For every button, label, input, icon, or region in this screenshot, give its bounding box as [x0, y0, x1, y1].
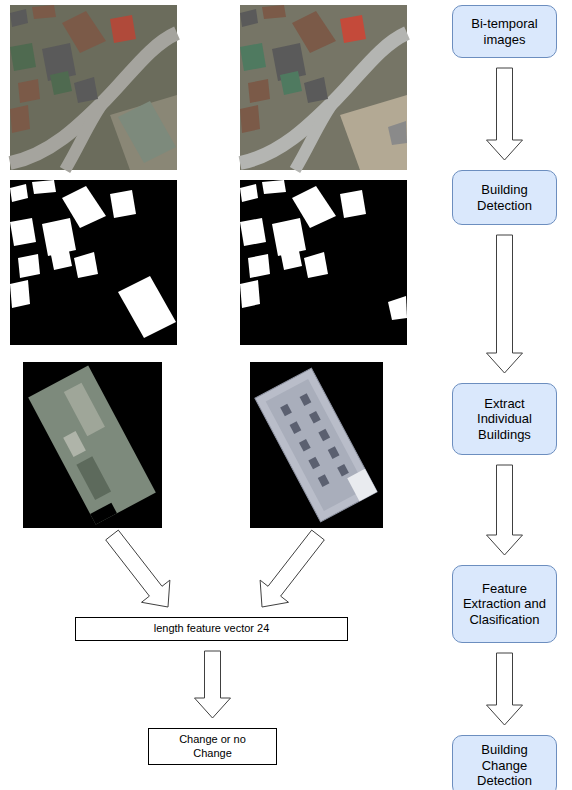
roof-window: [300, 393, 312, 406]
mask-building: [248, 254, 270, 278]
road: [65, 100, 105, 170]
roof-surface: [28, 365, 156, 524]
roof: [50, 71, 72, 95]
roof: [240, 9, 258, 27]
roof-window: [290, 421, 302, 434]
roof-window: [328, 446, 340, 459]
hollow-arrow: [260, 530, 324, 607]
road: [240, 33, 407, 163]
roof: [10, 105, 30, 133]
process-box: Extract Individual Buildings: [452, 383, 557, 455]
hollow-arrow: [487, 465, 523, 555]
mask-building: [10, 280, 30, 308]
mask-building: [240, 184, 258, 202]
roof-texture: [76, 456, 111, 500]
hollow-arrow: [487, 235, 523, 373]
crop-ground: [23, 362, 162, 528]
mask-building: [280, 246, 302, 270]
mask-building: [388, 296, 407, 320]
hollow-arrow: [487, 68, 523, 160]
building-crop: [255, 368, 377, 522]
roof: [388, 121, 407, 145]
roof: [18, 79, 40, 103]
road: [10, 33, 177, 163]
building-mask: [10, 180, 177, 345]
roof-window: [309, 411, 321, 424]
box-label: Feature Extraction and Clasification: [459, 581, 550, 628]
parking-lot: [110, 95, 177, 170]
roof-window: [299, 439, 311, 452]
roof: [118, 101, 176, 163]
roof-inner: [266, 379, 367, 511]
hollow-arrow: [195, 651, 231, 718]
roof: [262, 5, 286, 19]
mask-building: [50, 246, 72, 270]
process-box: Bi-temporal images: [452, 5, 557, 58]
mask-building: [10, 218, 36, 246]
mask-building: [74, 252, 98, 278]
box-label: Change or no Change: [174, 733, 252, 759]
aerial-image: [10, 5, 177, 170]
roof-window: [318, 474, 330, 487]
roof-texture: [63, 431, 86, 457]
process-box: Feature Extraction and Clasification: [452, 565, 557, 643]
mask-building: [304, 252, 328, 278]
roof: [240, 105, 260, 133]
roof: [32, 5, 56, 19]
roof-window: [337, 464, 349, 477]
roof: [74, 77, 98, 103]
hollow-arrow: [487, 653, 523, 725]
bare-land: [340, 95, 407, 170]
roof-window: [308, 457, 320, 470]
aerial-ground: [240, 5, 407, 170]
roof: [110, 15, 136, 43]
box-label: Bi-temporal images: [459, 16, 550, 47]
hollow-arrow: [106, 530, 170, 607]
roof: [248, 79, 270, 103]
box-label: Building Change Detection: [459, 742, 550, 789]
road: [295, 100, 335, 170]
process-box: Building Detection: [452, 170, 557, 225]
roof-surface: [255, 368, 377, 522]
building-mask: [240, 180, 407, 345]
roof-window: [318, 429, 330, 442]
roof: [10, 9, 28, 27]
mask-building: [118, 276, 176, 338]
mask-building: [110, 190, 136, 218]
roof: [304, 77, 328, 103]
mask-building: [18, 254, 40, 278]
roof-window: [280, 404, 292, 417]
box-label: Extract Individual Buildings: [459, 396, 550, 443]
roof-notch: [90, 503, 117, 525]
mask-building: [10, 184, 28, 202]
result-box: length feature vector 24: [75, 617, 348, 641]
roof: [280, 71, 302, 95]
roof-patch: [347, 469, 377, 501]
mask-building: [32, 180, 56, 194]
result-box: Change or no Change: [148, 728, 277, 765]
mask-ground: [10, 180, 177, 345]
aerial-ground: [10, 5, 177, 170]
mask-building: [340, 190, 366, 218]
aerial-image: [240, 5, 407, 170]
process-box: Building Change Detection: [452, 735, 557, 790]
mask-building: [240, 218, 266, 246]
mask-building: [240, 280, 260, 308]
box-label: Building Detection: [459, 182, 550, 213]
box-label: length feature vector 24: [154, 622, 270, 635]
roof: [340, 15, 366, 43]
roof: [240, 43, 266, 71]
crop-ground: [250, 362, 383, 528]
roof: [10, 43, 36, 71]
building-crop: [28, 365, 156, 524]
mask-building: [262, 180, 286, 194]
mask-ground: [240, 180, 407, 345]
roof-texture: [64, 383, 105, 437]
